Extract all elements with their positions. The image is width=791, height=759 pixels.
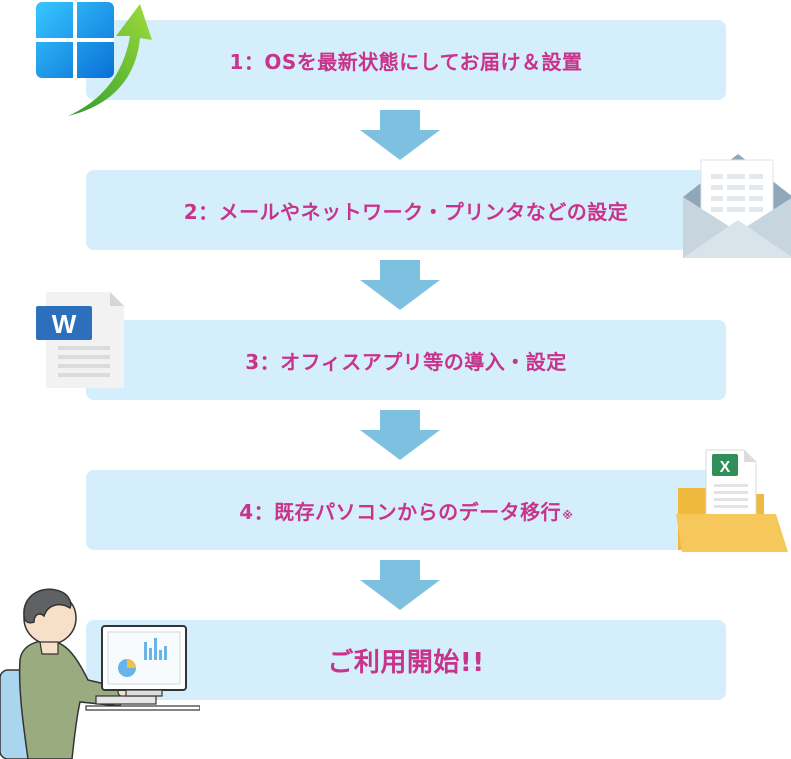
step-1-box: 1：OSを最新状態にしてお届け＆設置: [86, 20, 726, 100]
step-4-box: 4：既存パソコンからのデータ移行※: [86, 470, 726, 550]
word-document-icon: W: [36, 292, 124, 388]
envelope-icon: [683, 154, 791, 258]
step-4-label: 4：既存パソコンからのデータ移行※: [239, 499, 573, 524]
excel-folder-icon: X: [676, 449, 788, 552]
excel-letter: X: [720, 459, 731, 476]
word-letter: W: [52, 309, 77, 339]
step-1-label: 1：OSを最新状態にしてお届け＆設置: [229, 49, 583, 74]
step-2-box: 2：メールやネットワーク・プリンタなどの設定: [86, 170, 726, 250]
down-arrow-4: [360, 560, 440, 610]
down-arrow-1: [360, 110, 440, 160]
step-4-note: ※: [562, 508, 573, 522]
step-3-box: 3：オフィスアプリ等の導入・設定: [86, 320, 726, 400]
down-arrow-2: [360, 260, 440, 310]
down-arrow-3: [360, 410, 440, 460]
step-2-label: 2：メールやネットワーク・プリンタなどの設定: [183, 199, 629, 224]
person-at-computer-illustration: [0, 588, 200, 759]
final-label: ご利用開始!!: [327, 647, 485, 678]
step-3-label: 3：オフィスアプリ等の導入・設定: [245, 349, 567, 374]
windows-upgrade-icon: [36, 2, 152, 116]
final-box: ご利用開始!!: [86, 620, 726, 700]
